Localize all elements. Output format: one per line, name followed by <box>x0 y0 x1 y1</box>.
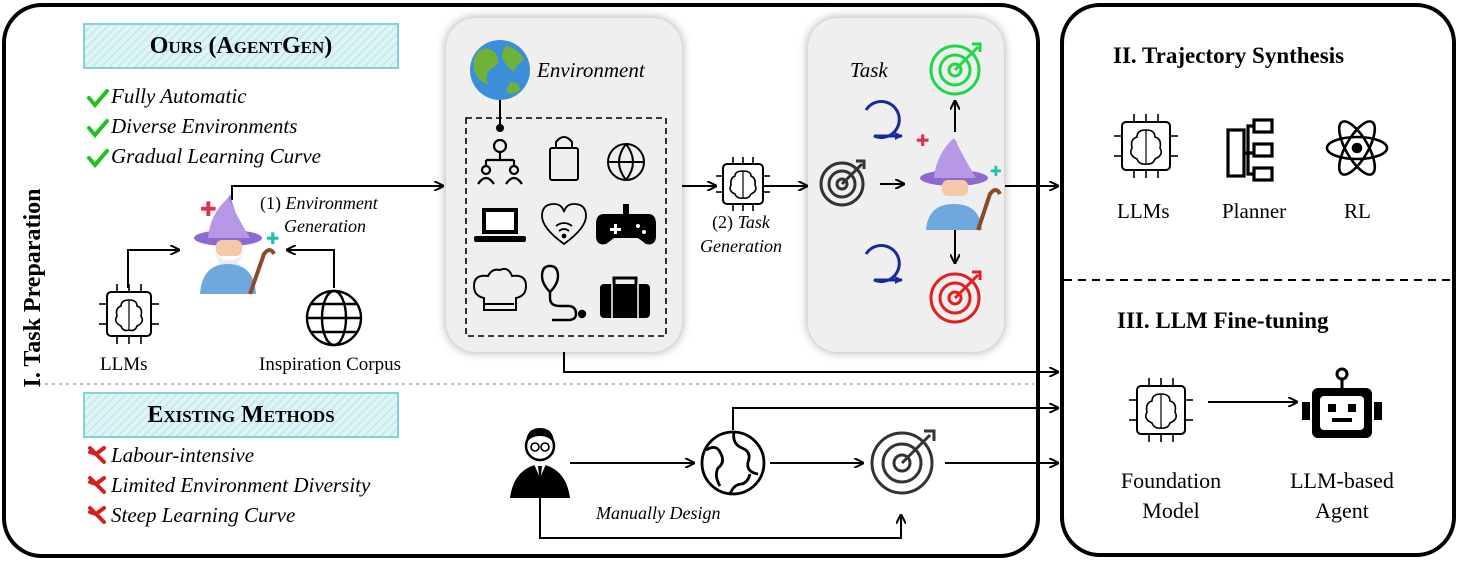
benefit-item: Gradual Learning Curve <box>111 144 321 168</box>
step1-text-a: Environment <box>285 193 378 213</box>
step2-label: (2) Task Generation <box>700 210 782 258</box>
arrow-human-to-target <box>539 498 901 539</box>
step1-number: (1) <box>260 193 281 213</box>
arrow-env-to-finetune <box>563 352 1057 372</box>
stage3-title: III. LLM Fine-tuning <box>1117 308 1329 333</box>
step2-text-a: Task <box>737 212 770 232</box>
llm-agent-line2: Agent <box>1315 498 1369 523</box>
llms-label: LLMs <box>100 354 148 375</box>
arrow-corpus-to-wizard <box>288 250 335 288</box>
drawback-item: Labour-intensive <box>111 443 255 467</box>
trajectory-item-llms: LLMs <box>1117 199 1170 223</box>
arrow-globe-to-finetune <box>732 408 1057 430</box>
llm-agent-label: LLM-based Agent <box>1278 466 1406 526</box>
drawback-item: Limited Environment Diversity <box>111 473 371 497</box>
benefit-item: Diverse Environments <box>111 114 298 138</box>
trajectory-item-planner: Planner <box>1222 199 1287 223</box>
arrow-llms-to-wizard <box>127 250 178 288</box>
benefit-item: Fully Automatic <box>111 84 247 108</box>
task-preparation-frame <box>2 3 1040 558</box>
foundation-model-line1: Foundation <box>1120 468 1222 493</box>
step2-number: (2) <box>712 212 734 232</box>
environment-label: Environment <box>537 58 645 82</box>
foundation-model-line2: Model <box>1142 498 1200 523</box>
foundation-model-label: Foundation Model <box>1108 466 1234 526</box>
right-stages-frame <box>1060 3 1456 557</box>
trajectory-item-rl: RL <box>1344 199 1371 223</box>
task-panel <box>808 18 1004 352</box>
step2-text-b: Generation <box>700 236 782 256</box>
ours-banner: Ours (AgentGen) <box>83 23 399 69</box>
inspiration-corpus-label: Inspiration Corpus <box>259 354 401 375</box>
existing-banner: Existing Methods <box>83 392 399 438</box>
existing-banner-title: Existing Methods <box>147 402 335 428</box>
manual-design-label: Manually Design <box>596 503 721 523</box>
ours-banner-title: Ours (AgentGen) <box>149 33 333 59</box>
task-label: Task <box>850 58 888 82</box>
drawback-item: Steep Learning Curve <box>111 503 296 527</box>
stage1-title: I. Task Preparation <box>20 188 46 388</box>
stage2-title: II. Trajectory Synthesis <box>1113 43 1345 68</box>
step1-text-b: Generation <box>284 216 366 236</box>
llm-agent-line1: LLM-based <box>1290 468 1394 493</box>
step1-label: (1) Environment Generation <box>260 192 378 238</box>
